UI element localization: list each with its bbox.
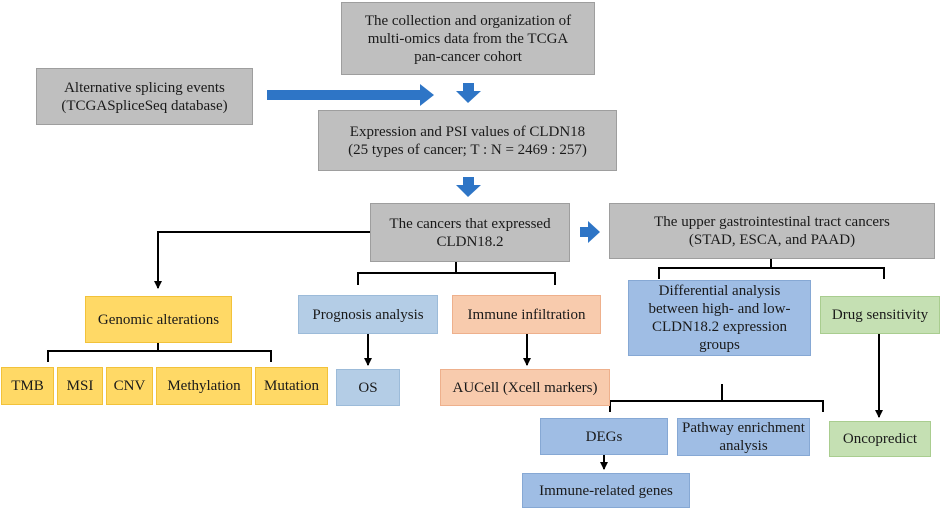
mutation-box: Mutation [255,367,328,405]
tmb-box: TMB [1,367,54,405]
cancers-bracket [357,262,556,285]
cancers-to-genomic-connector [154,231,370,289]
genomic-alterations-box: Genomic alterations [85,296,232,343]
pathway-enrichment-box: Pathway enrichment analysis [677,418,810,456]
prognosis-analysis-box: Prognosis analysis [298,295,438,334]
immune-related-genes-box: Immune-related genes [522,473,690,508]
upper-gi-box: The upper gastrointestinal tract cancers… [609,203,935,259]
collection-down-arrow [456,83,481,103]
upper-gi-bracket [658,259,885,279]
genomic-bracket [47,343,272,362]
expression-psi-box: Expression and PSI values of CLDN18 (25 … [318,110,617,171]
cnv-box: CNV [106,367,153,405]
immune-infiltration-box: Immune infiltration [452,295,601,334]
expression-down-arrow [456,177,481,197]
oncopredict-box: Oncopredict [829,421,931,457]
methylation-box: Methylation [156,367,252,405]
cancers-expressed-box: The cancers that expressed CLDN18.2 [370,203,570,262]
differential-analysis-box: Differential analysis between high- and … [628,280,811,356]
os-box: OS [336,369,400,406]
tcga-collection-box: The collection and organization of multi… [341,2,595,75]
drug-sensitivity-box: Drug sensitivity [820,296,940,334]
differential-bracket [609,384,824,412]
msi-box: MSI [57,367,103,405]
aucell-box: AUCell (Xcell markers) [440,369,610,406]
degs-box: DEGs [540,418,668,455]
splicing-to-main-arrow [267,84,434,106]
alt-splicing-box: Alternative splicing events (TCGASpliceS… [36,68,253,125]
cancers-to-upper-gi-arrow [580,221,600,243]
